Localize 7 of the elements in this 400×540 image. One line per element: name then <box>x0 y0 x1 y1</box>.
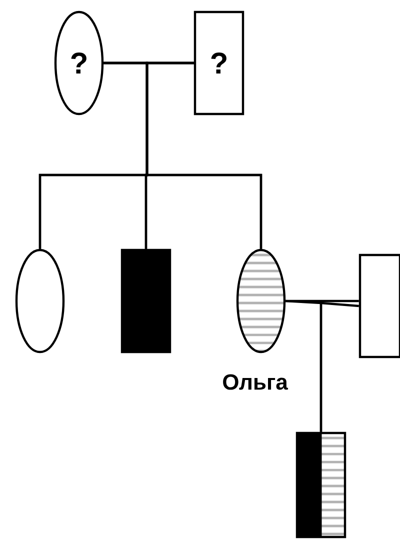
descent-line <box>320 302 359 432</box>
male-symbol <box>296 432 346 538</box>
female-symbol <box>15 248 65 354</box>
male-symbol <box>358 254 400 358</box>
descent-line <box>146 62 262 249</box>
name-label: Ольга <box>223 374 288 390</box>
male-symbol <box>120 248 172 354</box>
